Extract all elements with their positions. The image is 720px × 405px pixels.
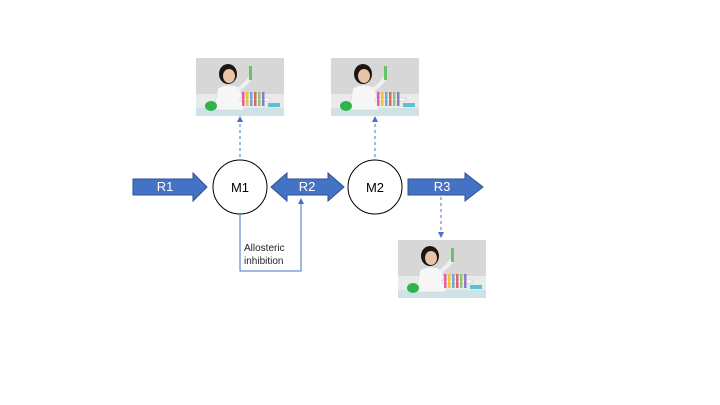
- allosteric-inhibition-note: Allosteric inhibition: [244, 242, 285, 268]
- m1-label: M1: [230, 180, 250, 195]
- scientist-photo-m1: [194, 56, 286, 118]
- scientist-photo-m2: [329, 56, 421, 118]
- m2-node: [347, 159, 403, 215]
- scientist-photo-r3: [396, 238, 488, 300]
- r2-double-arrow: [270, 171, 345, 203]
- r3-label: R3: [433, 179, 451, 194]
- r1-arrow: [132, 171, 208, 203]
- allosteric-inhibition-connector: [239, 198, 304, 272]
- m2-label: M2: [365, 180, 385, 195]
- r2-label: R2: [298, 179, 316, 194]
- allosteric-inhibition-line1: Allosteric: [244, 243, 285, 254]
- r1-label: R1: [156, 179, 174, 194]
- allosteric-inhibition-line2: inhibition: [244, 256, 284, 267]
- r3-arrow: [407, 171, 484, 203]
